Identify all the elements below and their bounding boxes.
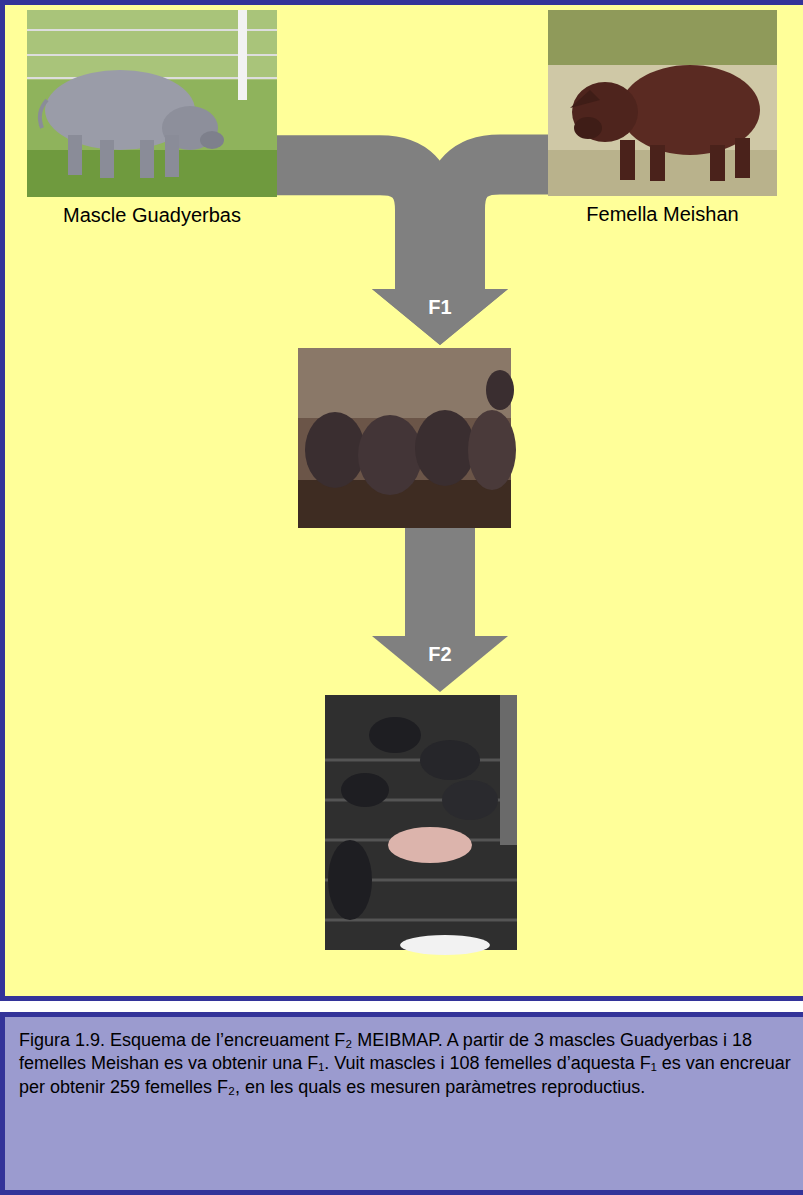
photo-label: Femella Meishan — [508, 202, 803, 226]
photo-node: Femella Meishan — [548, 10, 777, 196]
photo-node: Mascle Guadyerbas — [27, 10, 277, 197]
sow-photo — [548, 10, 777, 196]
boar-photo — [27, 10, 277, 197]
generation-label: F1 — [426, 296, 453, 318]
generation-label: F2 — [426, 643, 453, 665]
photo-node — [298, 348, 511, 528]
f2-photo — [325, 695, 517, 955]
flow-arrow — [372, 528, 508, 692]
flow-arrow — [372, 164, 548, 345]
photo-label: Mascle Guadyerbas — [0, 203, 317, 227]
figure-caption: Figura 1.9. Esquema de l’encreuament F₂ … — [0, 1012, 803, 1195]
photo-node — [325, 695, 517, 950]
f1-photo — [298, 348, 516, 528]
